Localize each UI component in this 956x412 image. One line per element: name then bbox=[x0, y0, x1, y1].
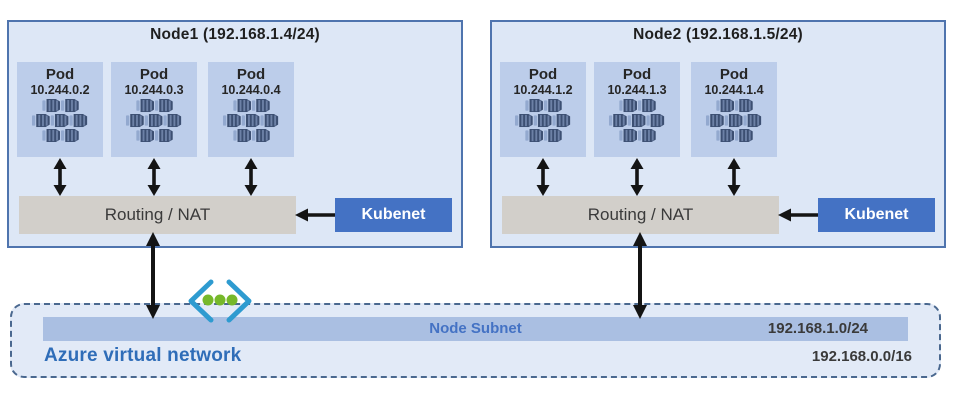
pod-ip: 10.244.1.3 bbox=[607, 82, 667, 97]
node1-pod3: Pod 10.244.0.4 bbox=[208, 62, 294, 157]
containers-cluster-icon bbox=[125, 99, 183, 143]
node2-pod3: Pod 10.244.1.4 bbox=[691, 62, 777, 157]
pod-ip: 10.244.1.4 bbox=[704, 82, 764, 97]
node1-pod2: Pod 10.244.0.3 bbox=[111, 62, 197, 157]
kubenet-routing-arrow bbox=[295, 207, 335, 223]
pod-label: Pod bbox=[719, 66, 749, 83]
containers-cluster-icon bbox=[608, 99, 666, 143]
pod-routing-arrow bbox=[535, 158, 551, 196]
node2-kubenet-box: Kubenet bbox=[818, 198, 935, 232]
node1-box: Node1 (192.168.1.4/24) Pod 10.244.0.2 Po… bbox=[7, 20, 463, 248]
azure-virtual-network-box: Node Subnet 192.168.1.0/24 Azure virtual… bbox=[10, 303, 941, 378]
pod-routing-arrow bbox=[243, 158, 259, 196]
node1-kubenet-box: Kubenet bbox=[335, 198, 452, 232]
node2-pod1: Pod 10.244.1.2 bbox=[500, 62, 586, 157]
pod-routing-arrow bbox=[52, 158, 68, 196]
pod-label: Pod bbox=[622, 66, 652, 83]
pod-routing-arrow bbox=[146, 158, 162, 196]
containers-cluster-icon bbox=[222, 99, 280, 143]
containers-cluster-icon bbox=[514, 99, 572, 143]
containers-cluster-icon bbox=[705, 99, 763, 143]
pod-label: Pod bbox=[528, 66, 558, 83]
node2-title: Node2 (192.168.1.5/24) bbox=[633, 26, 803, 43]
pod-label: Pod bbox=[45, 66, 75, 83]
kubenet-routing-arrow bbox=[778, 207, 818, 223]
pod-ip: 10.244.0.4 bbox=[221, 82, 281, 97]
pod-ip: 10.244.0.3 bbox=[124, 82, 184, 97]
node-subnet-bar: Node Subnet 192.168.1.0/24 bbox=[43, 317, 908, 341]
virtual-network-icon bbox=[188, 279, 252, 323]
node2-pod2: Pod 10.244.1.3 bbox=[594, 62, 680, 157]
node-subnet-cidr: 192.168.1.0/24 bbox=[767, 320, 868, 337]
pod-ip: 10.244.0.2 bbox=[30, 82, 90, 97]
containers-cluster-icon bbox=[31, 99, 89, 143]
pod-routing-arrow bbox=[629, 158, 645, 196]
node1-routing-nat-bar: Routing / NAT bbox=[19, 196, 296, 234]
node2-box: Node2 (192.168.1.5/24) Pod 10.244.1.2 Po… bbox=[490, 20, 946, 248]
pod-ip: 10.244.1.2 bbox=[513, 82, 573, 97]
node2-subnet-arrow bbox=[631, 232, 649, 319]
node1-pod1: Pod 10.244.0.2 bbox=[17, 62, 103, 157]
node1-subnet-arrow bbox=[144, 232, 162, 319]
pod-label: Pod bbox=[139, 66, 169, 83]
node1-title: Node1 (192.168.1.4/24) bbox=[150, 26, 320, 43]
pod-routing-arrow bbox=[726, 158, 742, 196]
azure-virtual-network-cidr: 192.168.0.0/16 bbox=[811, 348, 912, 365]
node2-routing-nat-bar: Routing / NAT bbox=[502, 196, 779, 234]
pod-label: Pod bbox=[236, 66, 266, 83]
node-subnet-label: Node Subnet bbox=[429, 320, 522, 337]
azure-virtual-network-label: Azure virtual network bbox=[44, 345, 242, 366]
